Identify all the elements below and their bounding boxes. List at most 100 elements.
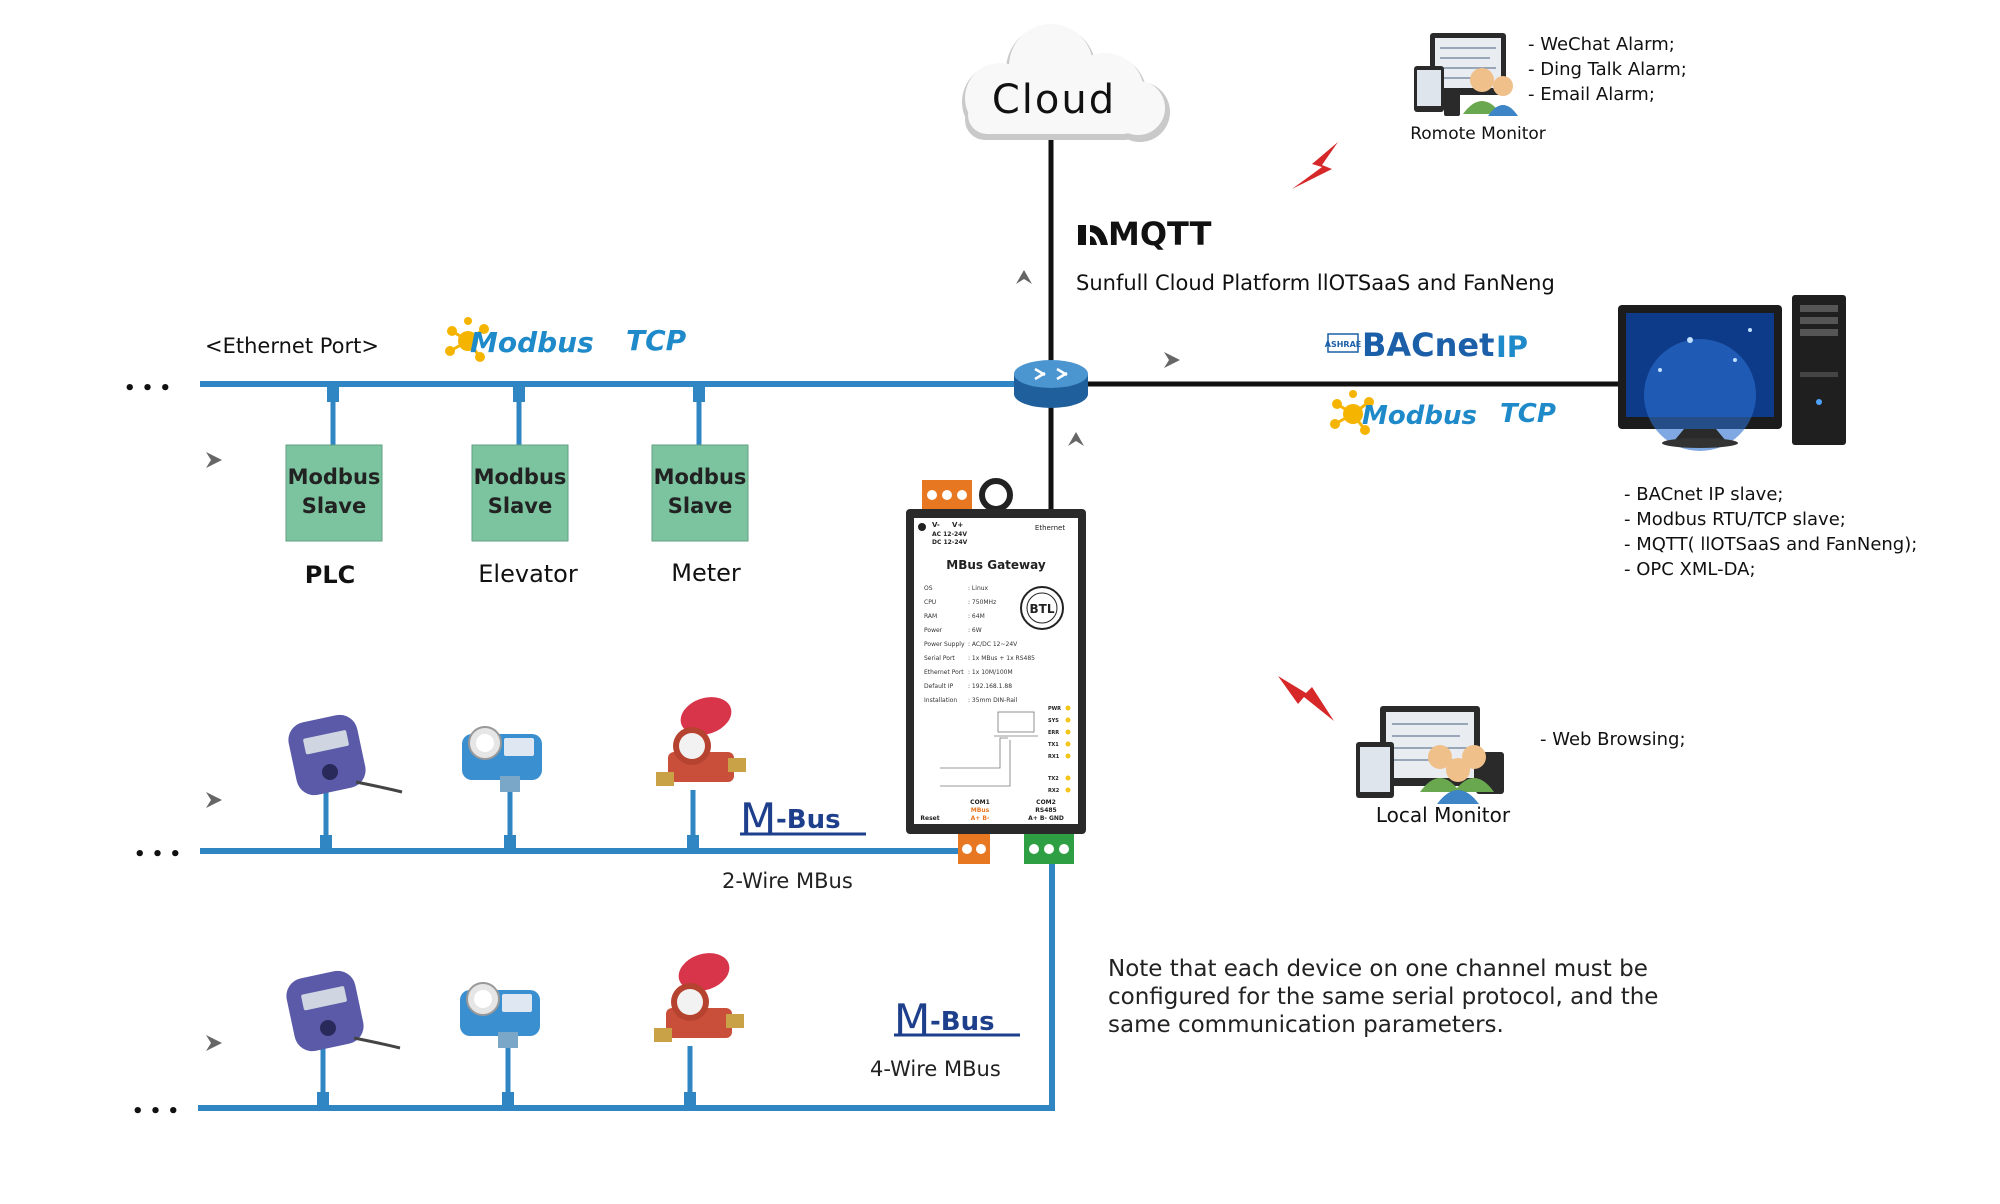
desktop-pc-icon [1618,295,1846,451]
tap-plc [327,386,339,402]
pc-feature-item: - OPC XML-DA; [1624,559,1756,580]
led-indicator [1065,717,1071,723]
modbus-slave-meter: Modbus Slave [651,444,749,542]
led-label: TX2 [1048,776,1059,782]
pc-feature-item: - BACnet IP slave; [1624,484,1783,505]
status-led-column: PWR SYS ERR TX1 RX1 TX2 RX2 [1048,705,1071,794]
slave-label-line1: Modbus [288,465,381,489]
spec-value: : 35mm DIN-Rail [968,697,1018,704]
slave-label-line1: Modbus [654,465,747,489]
device-label-plc: PLC [305,561,356,589]
com2-label: COM2 [1036,799,1056,806]
direction-arrows [206,270,1180,1051]
mbus-logo-m: M [894,995,930,1044]
pc-feature-item: - MQTT( llOTSaaS and FanNeng); [1624,534,1917,555]
spec-key: OS [924,585,933,592]
mbus-logo-4wire: M -Bus [894,995,1020,1044]
smart-water-meter-icon [460,982,540,1048]
note-line: Note that each device on one channel mus… [1108,956,1648,982]
led-label: TX1 [1048,742,1059,748]
more-devices-ellipsis: • • • [134,844,181,865]
mechanical-water-meter-icon [654,953,744,1042]
spec-value: : 6W [968,627,982,634]
spec-value: : 1x 10M/100M [968,669,1013,676]
arrow-up-icon [1016,270,1032,284]
modbus-logo-icon [445,317,489,362]
gateway-title: MBus Gateway [946,558,1046,572]
electronic-water-meter-icon [288,714,403,796]
modbus-logo-icon [1330,390,1374,435]
tap-2w-3 [687,835,699,849]
spec-value: : 64M [968,613,985,620]
led-indicator [1065,705,1071,711]
spec-key: Installation [924,697,957,704]
smart-water-meter-icon [462,726,542,792]
wireless-bolt-icon [1278,676,1334,721]
modbus-tcp-suffix: TCP [1500,399,1556,429]
configuration-note: Note that each device on one channel mus… [1108,956,1658,1038]
spec-value: : 750MHz [968,599,996,606]
led-indicator [1065,753,1071,759]
alarm-item: - Email Alarm; [1528,84,1655,105]
ashrae-badge-icon [1327,333,1359,353]
mbus-port-label: MBus [971,807,990,814]
pc-feature-item: - Modbus RTU/TCP slave; [1624,509,1846,530]
spec-value: : Linux [968,585,989,592]
tap-2w-2 [504,835,516,849]
com1-pins-label: A+ B- [971,815,990,822]
modbus-logo-text: Modbus [470,326,594,359]
mbus-logo-m: M [740,794,776,843]
remote-monitor-label: Romote Monitor [1410,124,1546,144]
mounting-hole-icon [979,478,1013,512]
cloud-label: Cloud [992,77,1116,123]
rs485-port-label: RS485 [1035,807,1056,814]
led-indicator [1065,787,1071,793]
spec-key: Power [924,627,943,634]
led-label: RX2 [1048,788,1060,794]
tap-meter [693,386,705,402]
electronic-water-meter-icon [286,970,401,1052]
remote-monitor-devices-icon [1414,33,1518,116]
modbus-tcp-suffix: TCP [626,324,687,357]
arrow-up-icon [1068,432,1084,446]
alarm-item: - WeChat Alarm; [1528,34,1675,55]
arrow-right-icon [1164,352,1180,368]
network-lines [198,140,1618,1111]
tap-4w-1 [317,1092,329,1106]
note-line: configured for the same serial protocol,… [1108,984,1658,1010]
spec-value: : AC/DC 12~24V [968,641,1018,648]
cloud-platform-label: Sunfull Cloud Platform llOTSaaS and FanN… [1076,271,1555,295]
pc-feature-list: - BACnet IP slave; - Modbus RTU/TCP slav… [1624,484,1917,580]
spec-key: CPU [924,599,936,606]
spec-value: : 1x MBus + 1x RS485 [968,655,1035,662]
btl-certification-text: BTL [1030,602,1055,616]
local-monitor-devices-icon [1356,706,1504,804]
mbus-gateway-device: V- V+ AC 12-24V DC 12-24V Ethernet MBus … [906,478,1086,864]
ashrae-badge-text: ASHRAE [1325,340,1361,349]
more-devices-ellipsis: • • • [124,378,171,399]
wiring-sketch-icon [940,711,1038,787]
alarm-item: - Ding Talk Alarm; [1528,59,1687,80]
arrow-right-icon [206,1035,222,1051]
device-label-elevator: Elevator [478,560,578,588]
bacnet-logo-text: BACnet [1362,326,1494,364]
more-devices-ellipsis: • • • [132,1101,179,1122]
power-ac-label: AC 12-24V [932,531,967,538]
arrow-right-icon [206,452,222,468]
power-dc-label: DC 12-24V [932,539,968,546]
spec-key: Ethernet Port [924,669,964,676]
tap-2w-1 [320,835,332,849]
led-label: SYS [1048,718,1059,724]
slave-label-line2: Slave [488,494,552,518]
device-label-meter: Meter [671,559,741,587]
bus-label-4wire: 4-Wire MBus [870,1057,1001,1081]
mbus-logo-2wire: M -Bus [740,794,866,843]
reset-label: Reset [920,815,939,822]
bus-label-2wire: 2-Wire MBus [722,869,853,893]
ethernet-port-tag: Ethernet [1035,524,1065,532]
spec-key: Power Supply [924,641,965,648]
cloud-icon [962,24,1170,142]
slave-label-line2: Slave [668,494,732,518]
led-label: ERR [1048,730,1059,736]
